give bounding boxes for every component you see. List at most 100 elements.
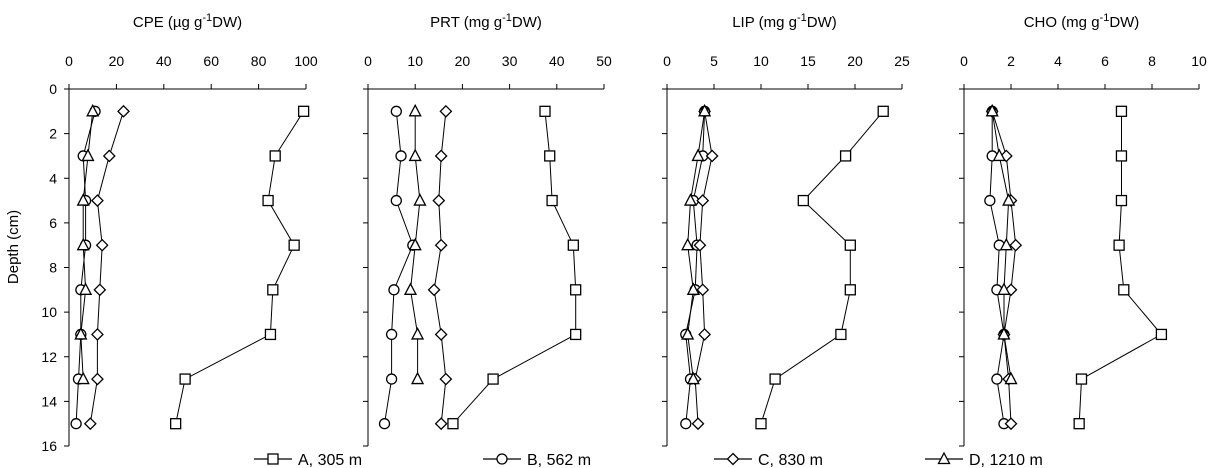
data-point-diamond [439, 372, 453, 386]
data-point-square [1155, 328, 1168, 341]
y-tick-label: 2 [49, 126, 57, 142]
x-tick-label: 100 [294, 53, 318, 69]
data-point-triangle [992, 148, 1006, 162]
data-point-square [797, 194, 809, 207]
x-tick-label: 15 [800, 53, 816, 69]
data-point-diamond [432, 194, 446, 207]
data-point-diamond [1009, 238, 1023, 252]
data-point-triangle [698, 103, 712, 117]
data-point-diamond [102, 149, 116, 163]
legend-label: A, 305 m [298, 452, 362, 468]
data-point-triangle [691, 148, 705, 162]
data-point-diamond [91, 372, 104, 386]
panel-title: CHO (mg g-1DW) [1024, 12, 1140, 31]
data-point-square [570, 328, 582, 341]
data-point-diamond [691, 417, 705, 431]
x-tick-label: 10 [753, 53, 769, 69]
data-point-triangle [79, 282, 93, 295]
data-point-triangle [686, 282, 700, 295]
data-point-circle [378, 418, 391, 430]
data-point-diamond [117, 104, 130, 118]
x-tick-label: 25 [894, 53, 910, 69]
data-point-triangle [997, 282, 1011, 295]
x-tick-label: 60 [203, 53, 219, 69]
data-point-triangle [81, 148, 95, 162]
legend-item: D, 1210 m [925, 451, 1043, 468]
series-line-circle [384, 111, 414, 424]
x-tick-label: 2 [1007, 53, 1015, 69]
x-tick-label: 8 [1148, 53, 1156, 69]
data-point-square [1073, 418, 1085, 430]
data-point-diamond [93, 283, 107, 297]
x-tick-label: 6 [1101, 53, 1109, 69]
panel-title: PRT (mg g-1DW) [430, 12, 542, 31]
series-line-square [760, 110, 884, 424]
x-tick-label: 0 [65, 53, 73, 69]
y-tick-label: 0 [49, 81, 57, 97]
data-point-diamond [427, 283, 441, 297]
data-point-square [877, 105, 889, 117]
data-point-triangle [410, 327, 425, 340]
x-tick-label: 10 [1191, 53, 1207, 69]
data-point-diamond [696, 283, 710, 297]
data-point-diamond [434, 149, 448, 163]
data-point-circle [390, 194, 402, 207]
legend-marker-triangle [937, 451, 951, 465]
data-point-circle [395, 150, 407, 162]
data-point-square [835, 328, 847, 341]
data-point-square [546, 194, 558, 207]
legend-item: C, 830 m [714, 452, 823, 468]
data-point-circle [991, 373, 1003, 385]
x-tick-label: 80 [251, 53, 267, 69]
data-point-triangle [410, 371, 425, 385]
data-point-square [839, 150, 852, 162]
data-point-triangle [413, 193, 427, 206]
x-tick-label: 0 [364, 53, 372, 69]
y-tick-label: 14 [41, 393, 57, 409]
data-point-square [262, 194, 274, 207]
data-point-triangle [683, 193, 698, 206]
legend-item: B, 562 m [483, 452, 591, 468]
data-point-triangle [74, 327, 88, 340]
data-point-triangle [408, 237, 422, 251]
data-point-triangle [1004, 371, 1018, 385]
legend-label: D, 1210 m [969, 452, 1043, 468]
data-point-square [755, 418, 767, 430]
data-point-triangle [76, 193, 90, 206]
data-point-circle [388, 284, 400, 296]
data-point-triangle [408, 148, 422, 162]
legend-marker-circle [496, 453, 508, 465]
data-point-circle [680, 418, 692, 430]
x-tick-label: 0 [663, 53, 671, 69]
data-point-circle [984, 194, 996, 207]
data-point-diamond [83, 417, 97, 431]
data-point-square [570, 284, 582, 296]
data-point-square [844, 239, 856, 251]
data-point-square [1115, 150, 1128, 162]
data-point-square [567, 239, 579, 251]
series-line-diamond [89, 111, 124, 424]
data-point-square [288, 239, 300, 251]
data-point-triangle [681, 327, 695, 340]
x-tick-label: 40 [549, 53, 565, 69]
data-point-square [267, 284, 279, 296]
legend-marker-square [267, 453, 279, 465]
data-point-square [447, 418, 459, 430]
data-point-diamond [698, 328, 712, 341]
legend-item: A, 305 m [254, 452, 362, 468]
data-point-square [1115, 105, 1128, 117]
data-point-triangle [1002, 193, 1016, 206]
data-point-square [264, 328, 277, 341]
data-point-diamond [696, 194, 710, 207]
data-point-diamond [434, 328, 448, 341]
panel-title: CPE (µg g-1DW) [133, 12, 242, 31]
y-tick-label: 12 [41, 349, 57, 365]
series-line-square [175, 111, 305, 424]
data-point-square [539, 105, 551, 117]
data-point-square [1115, 194, 1128, 207]
